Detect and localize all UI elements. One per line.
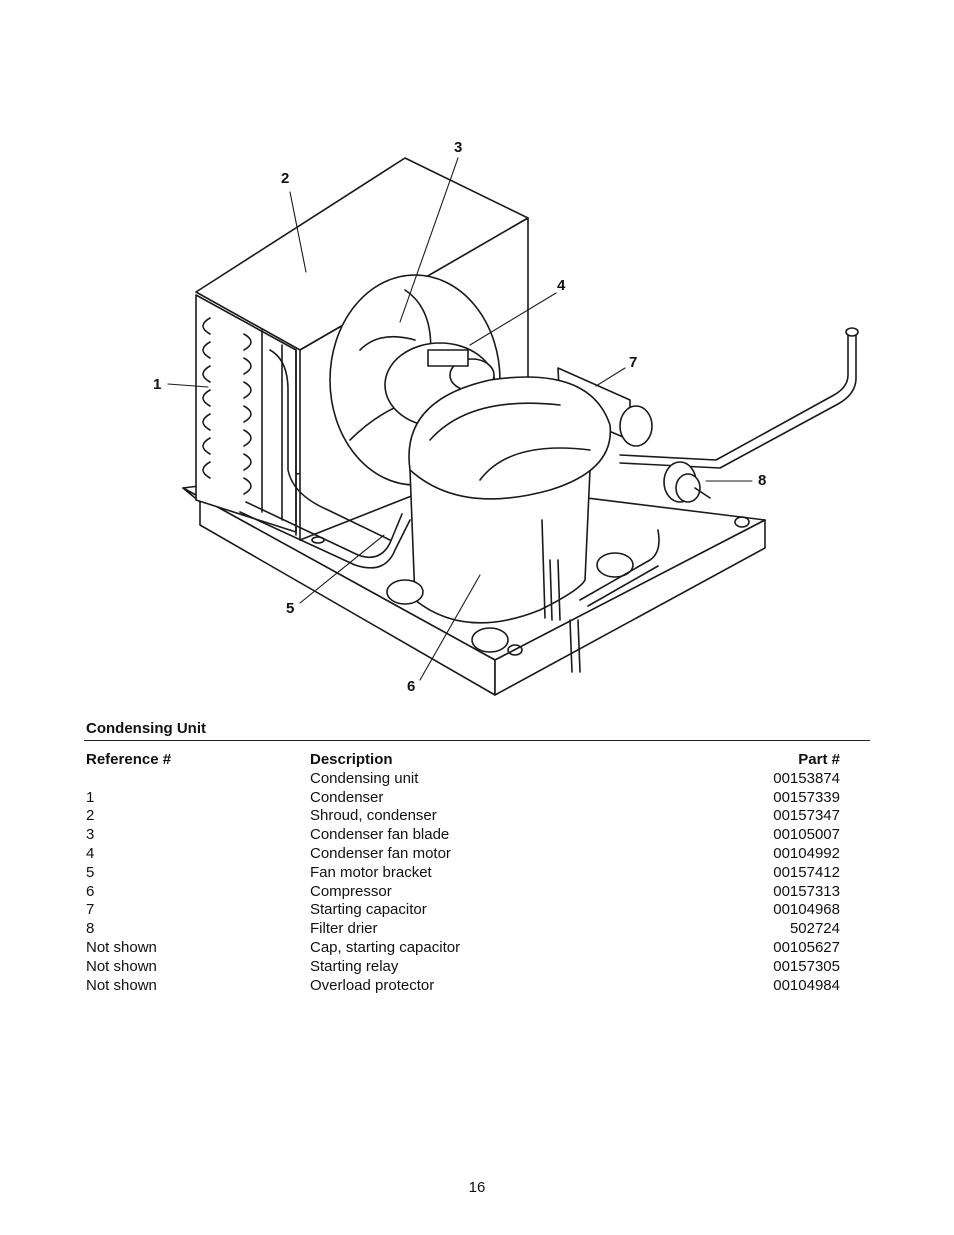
row-reference: Not shown [86,938,157,956]
row-part-number: 00104992 [773,844,840,862]
parts-table: Reference # Description Part # Condensin… [86,751,840,995]
table-row: Not shown Overload protector 00104984 [86,977,840,996]
row-description: Condenser fan motor [310,844,451,862]
row-part-number: 00157339 [773,788,840,806]
callout-1: 1 [153,376,162,393]
table-row: 3 Condenser fan blade 00105007 [86,826,840,845]
row-part-number: 00157412 [773,863,840,881]
row-description: Compressor [310,882,392,900]
condensing-unit-figure: 1 2 3 4 5 6 7 8 [153,139,859,696]
callout-2: 2 [281,170,290,187]
row-part-number: 00104984 [773,976,840,994]
row-part-number: 00157347 [773,807,840,825]
section-title: Condensing Unit [86,720,206,737]
table-row: 6 Compressor 00157313 [86,883,840,902]
refrigerant-tubing [239,327,859,673]
table-row: 4 Condenser fan motor 00104992 [86,845,840,864]
filter-drier [663,461,711,503]
row-reference: 5 [86,863,95,881]
callout-7: 7 [629,354,638,371]
row-reference: 1 [86,788,95,806]
callout-3: 3 [454,139,463,156]
row-description: Cap, starting capacitor [310,938,461,956]
section-rule [84,740,870,741]
row-description: Condenser [310,788,384,806]
compressor [386,376,634,653]
row-part-number: 502724 [789,920,840,938]
callout-8: 8 [758,472,767,489]
table-row: 7 Starting capacitor 00104968 [86,901,840,920]
row-reference: Not shown [86,976,157,994]
header-part-number: Part # [798,751,840,768]
row-reference: 6 [86,882,95,900]
row-description: Starting relay [310,957,399,975]
table-row: 1 Condenser 00157339 [86,789,840,808]
table-row: Not shown Starting relay 00157305 [86,958,840,977]
row-description: Overload protector [310,976,435,994]
row-part-number: 00157305 [773,957,840,975]
condenser-coil [195,294,297,533]
table-row: 2 Shroud, condenser 00157347 [86,807,840,826]
callout-4: 4 [557,277,566,294]
row-reference: Not shown [86,957,157,975]
row-part-number: 00157313 [773,882,840,900]
table-row: Condensing unit 00153874 [86,770,840,789]
row-reference: 4 [86,844,95,862]
callout-6: 6 [407,678,416,695]
callout-5: 5 [286,600,295,617]
row-description: Condensing unit [310,769,419,787]
row-description: Shroud, condenser [310,807,437,825]
header-reference: Reference # [86,751,172,768]
row-description: Starting capacitor [310,901,427,919]
table-row: 5 Fan motor bracket 00157412 [86,864,840,883]
header-description: Description [310,751,393,768]
row-reference: 8 [86,920,95,938]
callout-leaders [167,157,753,681]
row-reference: 3 [86,826,95,844]
row-description: Condenser fan blade [310,826,450,844]
row-part-number: 00104968 [773,901,840,919]
row-part-number: 00105007 [773,826,840,844]
condensing-unit-drawing [167,157,859,696]
row-part-number: 00105627 [773,938,840,956]
table-row: Not shown Cap, starting capacitor 001056… [86,939,840,958]
page-number: 16 [468,1179,486,1196]
row-reference: 7 [86,901,95,919]
parts-table-header: Reference # Description Part # [86,751,840,770]
row-reference: 2 [86,807,95,825]
row-description: Fan motor bracket [310,863,432,881]
row-description: Filter drier [310,920,378,938]
row-part-number: 00153874 [773,769,840,787]
table-row: 8 Filter drier 502724 [86,920,840,939]
